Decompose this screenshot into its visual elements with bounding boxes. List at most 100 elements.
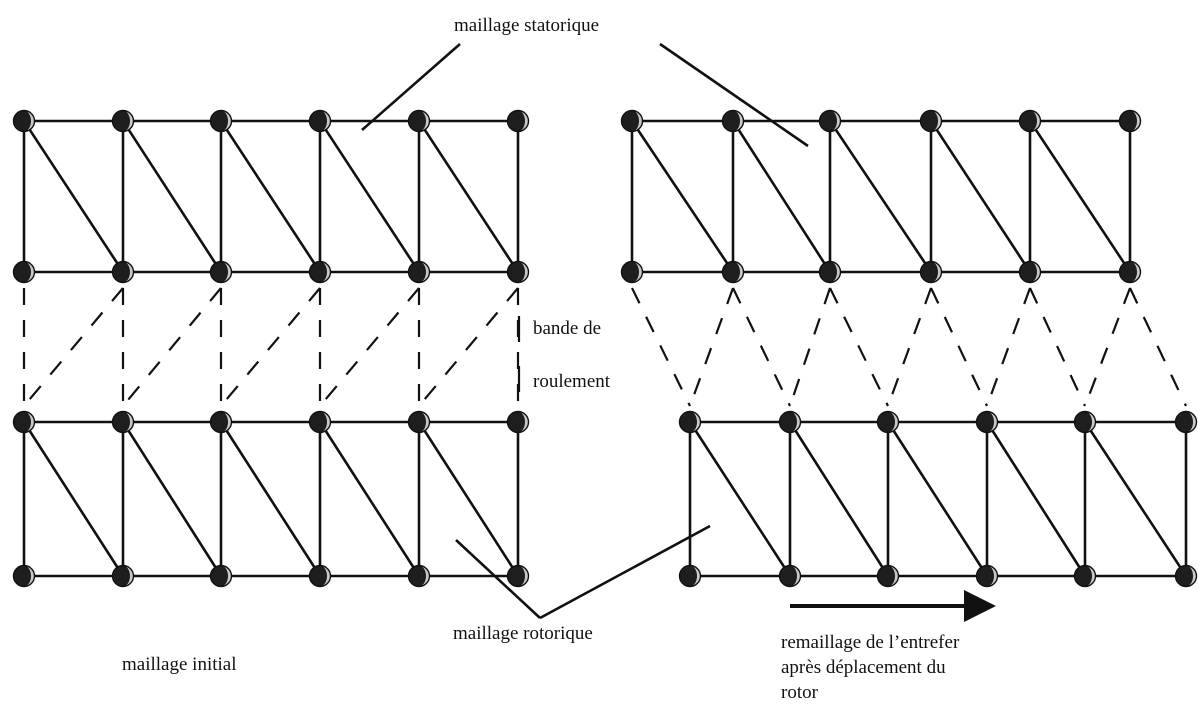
left-rotor-node (12, 410, 36, 434)
right-rotor-node (1073, 410, 1097, 434)
left-gap-slanted-link (418, 287, 519, 407)
right-stator-node (1018, 260, 1042, 284)
right-stator-mesh (620, 109, 1142, 284)
right-rotor-node (1174, 410, 1198, 434)
left-stator-diagonal-edge (318, 119, 421, 274)
left-rotor-node (12, 564, 36, 588)
right-stator-node (818, 260, 842, 284)
rotor-leader-left (455, 539, 541, 619)
right-gap-backslash-link (1129, 287, 1187, 407)
initial-mesh-label: maillage initial (122, 654, 237, 675)
right-rotor-node (678, 410, 702, 434)
stator-leader-right (659, 42, 809, 148)
left-gap-slanted-link (122, 287, 222, 407)
left-rotor-node (407, 410, 431, 434)
left-rotor-node (506, 564, 530, 588)
right-gap-backslash-link (1029, 287, 1086, 407)
right-rotor-diagonal-edge (1083, 420, 1188, 578)
right-stator-diagonal-edge (929, 119, 1032, 274)
sliding-band-label-1: bande de (533, 318, 602, 339)
left-rotor-diagonal-edge (417, 420, 520, 578)
right-rotor-node (975, 410, 999, 434)
left-stator-node (506, 109, 530, 133)
stator-leader-left (361, 43, 461, 131)
right-gap-slash-link (886, 287, 933, 407)
right-rotor-mesh (678, 410, 1198, 588)
left-stator-diagonal-edge (219, 119, 322, 274)
left-gap-slanted-link (220, 287, 321, 407)
right-rotor-diagonal-edge (688, 420, 792, 578)
right-stator-diagonal-edge (828, 119, 933, 274)
left-stator-node (407, 260, 431, 284)
right-gap-slash-link (688, 287, 735, 407)
right-gap-backslash-link (829, 287, 889, 407)
right-rotor-node (778, 564, 802, 588)
left-stator-node (12, 109, 36, 133)
right-mesh-panel (620, 109, 1198, 588)
left-rotor-node (308, 410, 332, 434)
left-stator-node (308, 109, 332, 133)
right-rotor-node (778, 410, 802, 434)
sliding-band-label-2: roulement (533, 371, 611, 392)
right-gap-slash-link (985, 287, 1032, 407)
left-rotor-diagonal-edge (121, 420, 223, 578)
right-rotor-diagonal-edge (788, 420, 890, 578)
right-stator-node (620, 109, 644, 133)
left-stator-diagonal-edge (121, 119, 223, 274)
left-sliding-band (22, 287, 520, 407)
right-stator-node (818, 109, 842, 133)
right-stator-diagonal-edge (1028, 119, 1132, 274)
left-mesh-panel (12, 109, 530, 588)
left-rotor-node (506, 410, 530, 434)
right-rotor-node (975, 564, 999, 588)
left-gap-slanted-link (23, 287, 124, 407)
left-stator-node (111, 109, 135, 133)
stator-mesh-label: maillage statorique (454, 15, 600, 36)
right-rotor-diagonal-edge (886, 420, 989, 578)
left-rotor-node (209, 410, 233, 434)
left-stator-diagonal-edge (22, 119, 125, 274)
remesh-label-line-3: rotor (781, 682, 818, 703)
right-stator-node (1118, 260, 1142, 284)
right-rotor-diagonal-edge (985, 420, 1087, 578)
remesh-label-line-1: remaillage de l’entrefer (781, 632, 960, 653)
left-rotor-diagonal-edge (22, 420, 125, 578)
left-stator-node (506, 260, 530, 284)
right-rotor-node (1174, 564, 1198, 588)
left-rotor-node (407, 564, 431, 588)
left-stator-node (12, 260, 36, 284)
right-rotor-node (876, 564, 900, 588)
right-stator-node (620, 260, 644, 284)
left-gap-slanted-link (319, 287, 420, 407)
right-sliding-band (631, 287, 1187, 407)
right-stator-diagonal-edge (630, 119, 735, 274)
left-rotor-diagonal-edge (219, 420, 322, 578)
left-rotor-node (111, 564, 135, 588)
left-stator-diagonal-edge (417, 119, 520, 274)
right-gap-backslash-link (732, 287, 791, 407)
rotor-mesh-label: maillage rotorique (453, 623, 593, 644)
remesh-label-line-2: après déplacement du (781, 657, 946, 678)
right-rotor-node (876, 410, 900, 434)
right-stator-node (721, 109, 745, 133)
left-rotor-diagonal-edge (318, 420, 421, 578)
left-stator-node (308, 260, 332, 284)
right-stator-node (721, 260, 745, 284)
right-gap-backslash-link (930, 287, 988, 407)
right-stator-node (919, 109, 943, 133)
rotor-leader-right (539, 524, 711, 620)
left-stator-node (209, 109, 233, 133)
right-gap-slash-link (788, 287, 832, 407)
left-stator-mesh (12, 109, 530, 284)
right-stator-node (1018, 109, 1042, 133)
right-stator-node (919, 260, 943, 284)
left-stator-node (209, 260, 233, 284)
right-gap-backslash-link (631, 287, 691, 407)
left-rotor-mesh (12, 410, 530, 588)
right-gap-slash-link (1083, 287, 1132, 407)
left-stator-node (407, 109, 431, 133)
right-stator-node (1118, 109, 1142, 133)
left-stator-node (111, 260, 135, 284)
right-rotor-node (1073, 564, 1097, 588)
